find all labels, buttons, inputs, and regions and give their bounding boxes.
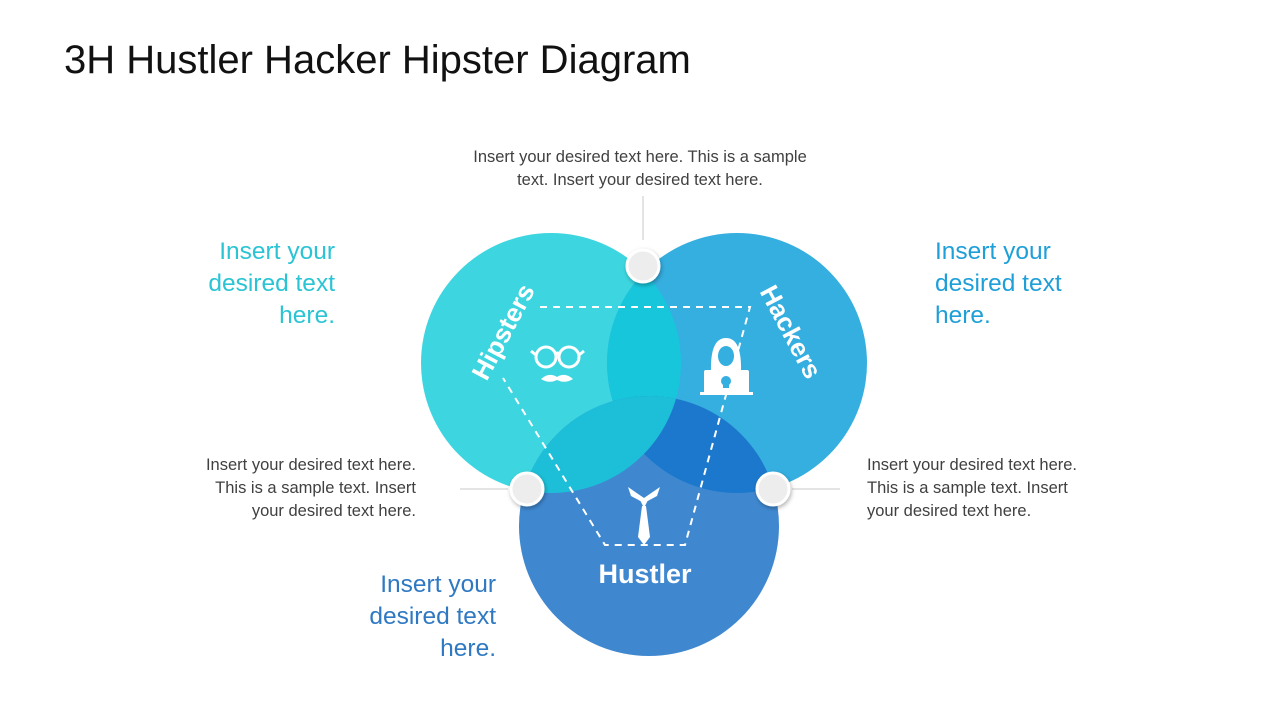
callout-hackers-line: desired text	[935, 270, 1062, 297]
dashed-triangle	[502, 306, 752, 546]
callout-hustler-line: here.	[440, 635, 496, 662]
note-right: Insert your desired text here. This is a…	[867, 454, 1133, 523]
hooded-hacker-icon	[700, 338, 753, 395]
overlap-hackers-hustler	[607, 396, 779, 493]
callout-hipsters: Insert your desired text here.	[150, 236, 335, 332]
note-right-line: Insert your desired text here.	[867, 456, 1078, 474]
note-top-line: Insert your desired text here. This is a…	[473, 148, 807, 166]
note-left: Insert your desired text here. This is a…	[150, 454, 416, 523]
overlap-hipsters-hustler	[519, 396, 681, 493]
callout-hustler-line: desired text	[369, 603, 496, 630]
note-right-line: This is a sample text. Insert	[867, 479, 1068, 497]
callout-hustler: Insert your desired text here.	[300, 569, 496, 665]
note-right-line: your desired text here.	[867, 502, 1032, 520]
page-title: 3H Hustler Hacker Hipster Diagram	[64, 38, 691, 82]
note-left-line: Insert your desired text here.	[205, 456, 416, 474]
note-left-line: This is a sample text. Insert	[215, 479, 416, 497]
hustler-label: Hustler	[598, 559, 692, 589]
callout-hipsters-line: Insert your	[219, 238, 335, 265]
callout-hackers-line: here.	[935, 302, 991, 329]
callout-hipsters-line: desired text	[208, 270, 335, 297]
connector-dot-top	[625, 248, 661, 284]
note-left-line: your desired text here.	[251, 502, 416, 520]
callout-hackers-line: Insert your	[935, 238, 1051, 265]
callout-hackers: Insert your desired text here.	[935, 236, 1120, 332]
note-top-line: text. Insert your desired text here.	[517, 171, 763, 189]
callout-hustler-line: Insert your	[380, 571, 496, 598]
connector-dot-left	[509, 471, 545, 507]
glasses-mustache-icon	[530, 345, 585, 382]
connector-dot-right	[755, 471, 791, 507]
note-top: Insert your desired text here. This is a…	[440, 146, 840, 192]
tie-icon	[628, 487, 660, 545]
callout-hipsters-line: here.	[279, 302, 335, 329]
